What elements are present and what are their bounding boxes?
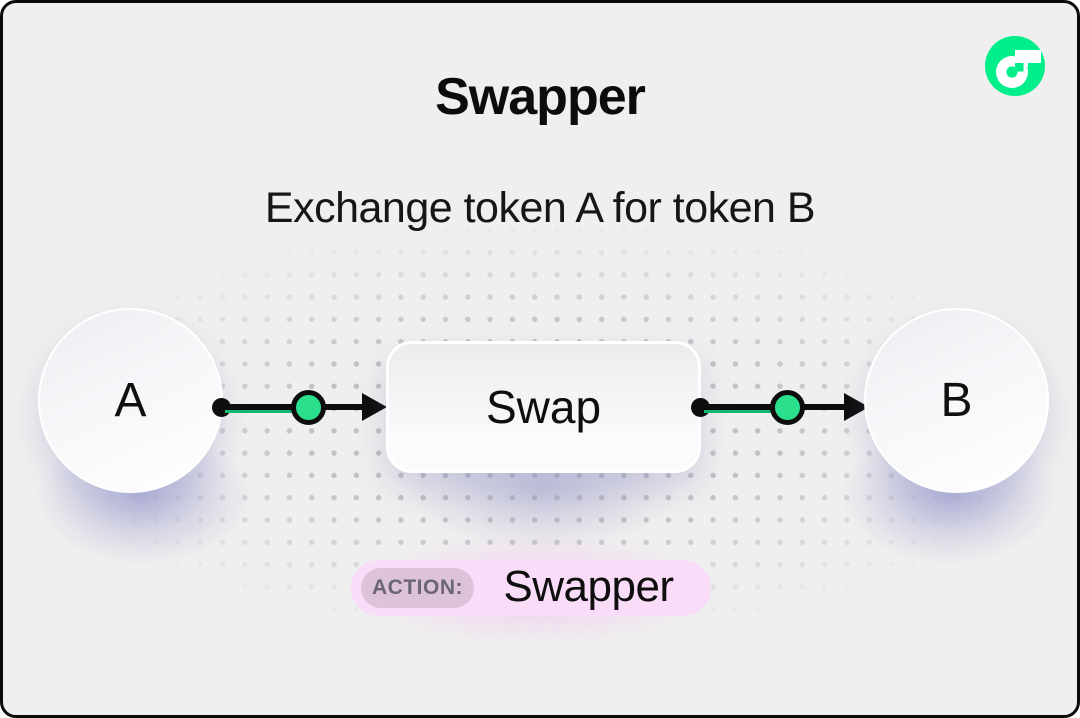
- flow-logo-icon: [985, 36, 1045, 96]
- action-badge-label-pill: ACTION:: [361, 568, 474, 608]
- node-swap: Swap: [386, 341, 701, 473]
- connector-green-trace-right: [704, 409, 784, 413]
- page-title: Swapper: [435, 68, 646, 126]
- page-subtitle: Exchange token A for token B: [264, 184, 816, 232]
- action-badge: ACTION: Swapper: [351, 560, 711, 616]
- node-token-a-label: A: [114, 374, 147, 427]
- signal-dot-right: [770, 390, 805, 425]
- action-badge-label: ACTION:: [372, 576, 463, 599]
- node-token-a: A: [38, 308, 223, 493]
- action-badge-value: Swapper: [503, 561, 674, 611]
- node-token-b: B: [864, 308, 1049, 493]
- signal-dot-left: [291, 390, 326, 425]
- node-swap-label: Swap: [485, 381, 602, 433]
- connector-green-trace-left: [225, 409, 307, 413]
- node-token-b-label: B: [940, 374, 973, 427]
